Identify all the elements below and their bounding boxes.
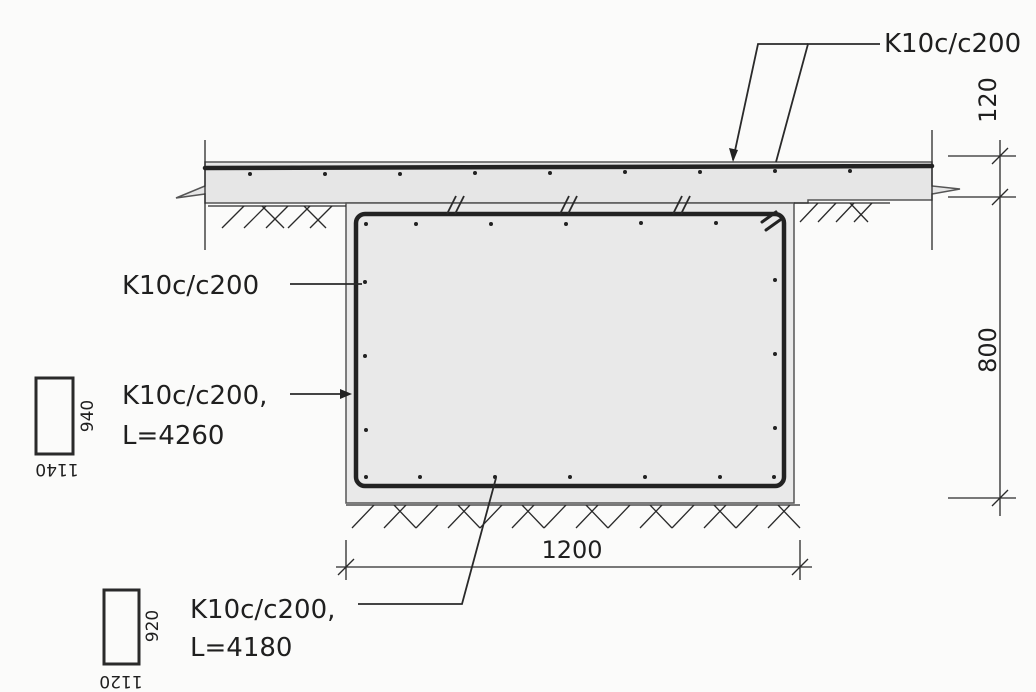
slab-bar-dots: [248, 169, 852, 176]
slab-top-bar: [202, 163, 935, 171]
label-bottom-line2: L=4180: [190, 633, 292, 663]
dim-beam-depth: 800: [974, 327, 1002, 373]
break-marks: [446, 195, 691, 215]
label-left-upper: K10c/c200: [122, 271, 259, 301]
label-left-middle-line2: L=4260: [122, 421, 224, 451]
leader-lines: [290, 43, 880, 605]
dim-slab-thickness: 120: [974, 77, 1002, 123]
shape2-side-dim: 920: [143, 610, 163, 642]
label-bottom-line1: K10c/c200,: [190, 595, 335, 625]
slab: [175, 130, 961, 250]
bar-shape-2: [102, 588, 141, 666]
shape1-side-dim: 940: [78, 400, 98, 432]
shape2-bottom-dim: 1120: [99, 671, 142, 691]
beam-bar-dots: [363, 221, 777, 479]
shape1-bottom-dim: 1140: [35, 459, 78, 479]
label-top-right: K10c/c200: [884, 29, 1021, 59]
beam: [345, 195, 795, 504]
bar-shape-1: [34, 376, 75, 456]
label-left-middle-line1: K10c/c200,: [122, 381, 267, 411]
soil-hatch: [208, 202, 890, 529]
dimension-lines: [336, 140, 1016, 580]
dim-beam-width: 1200: [541, 536, 602, 564]
beam-stirrup: [353, 211, 787, 489]
